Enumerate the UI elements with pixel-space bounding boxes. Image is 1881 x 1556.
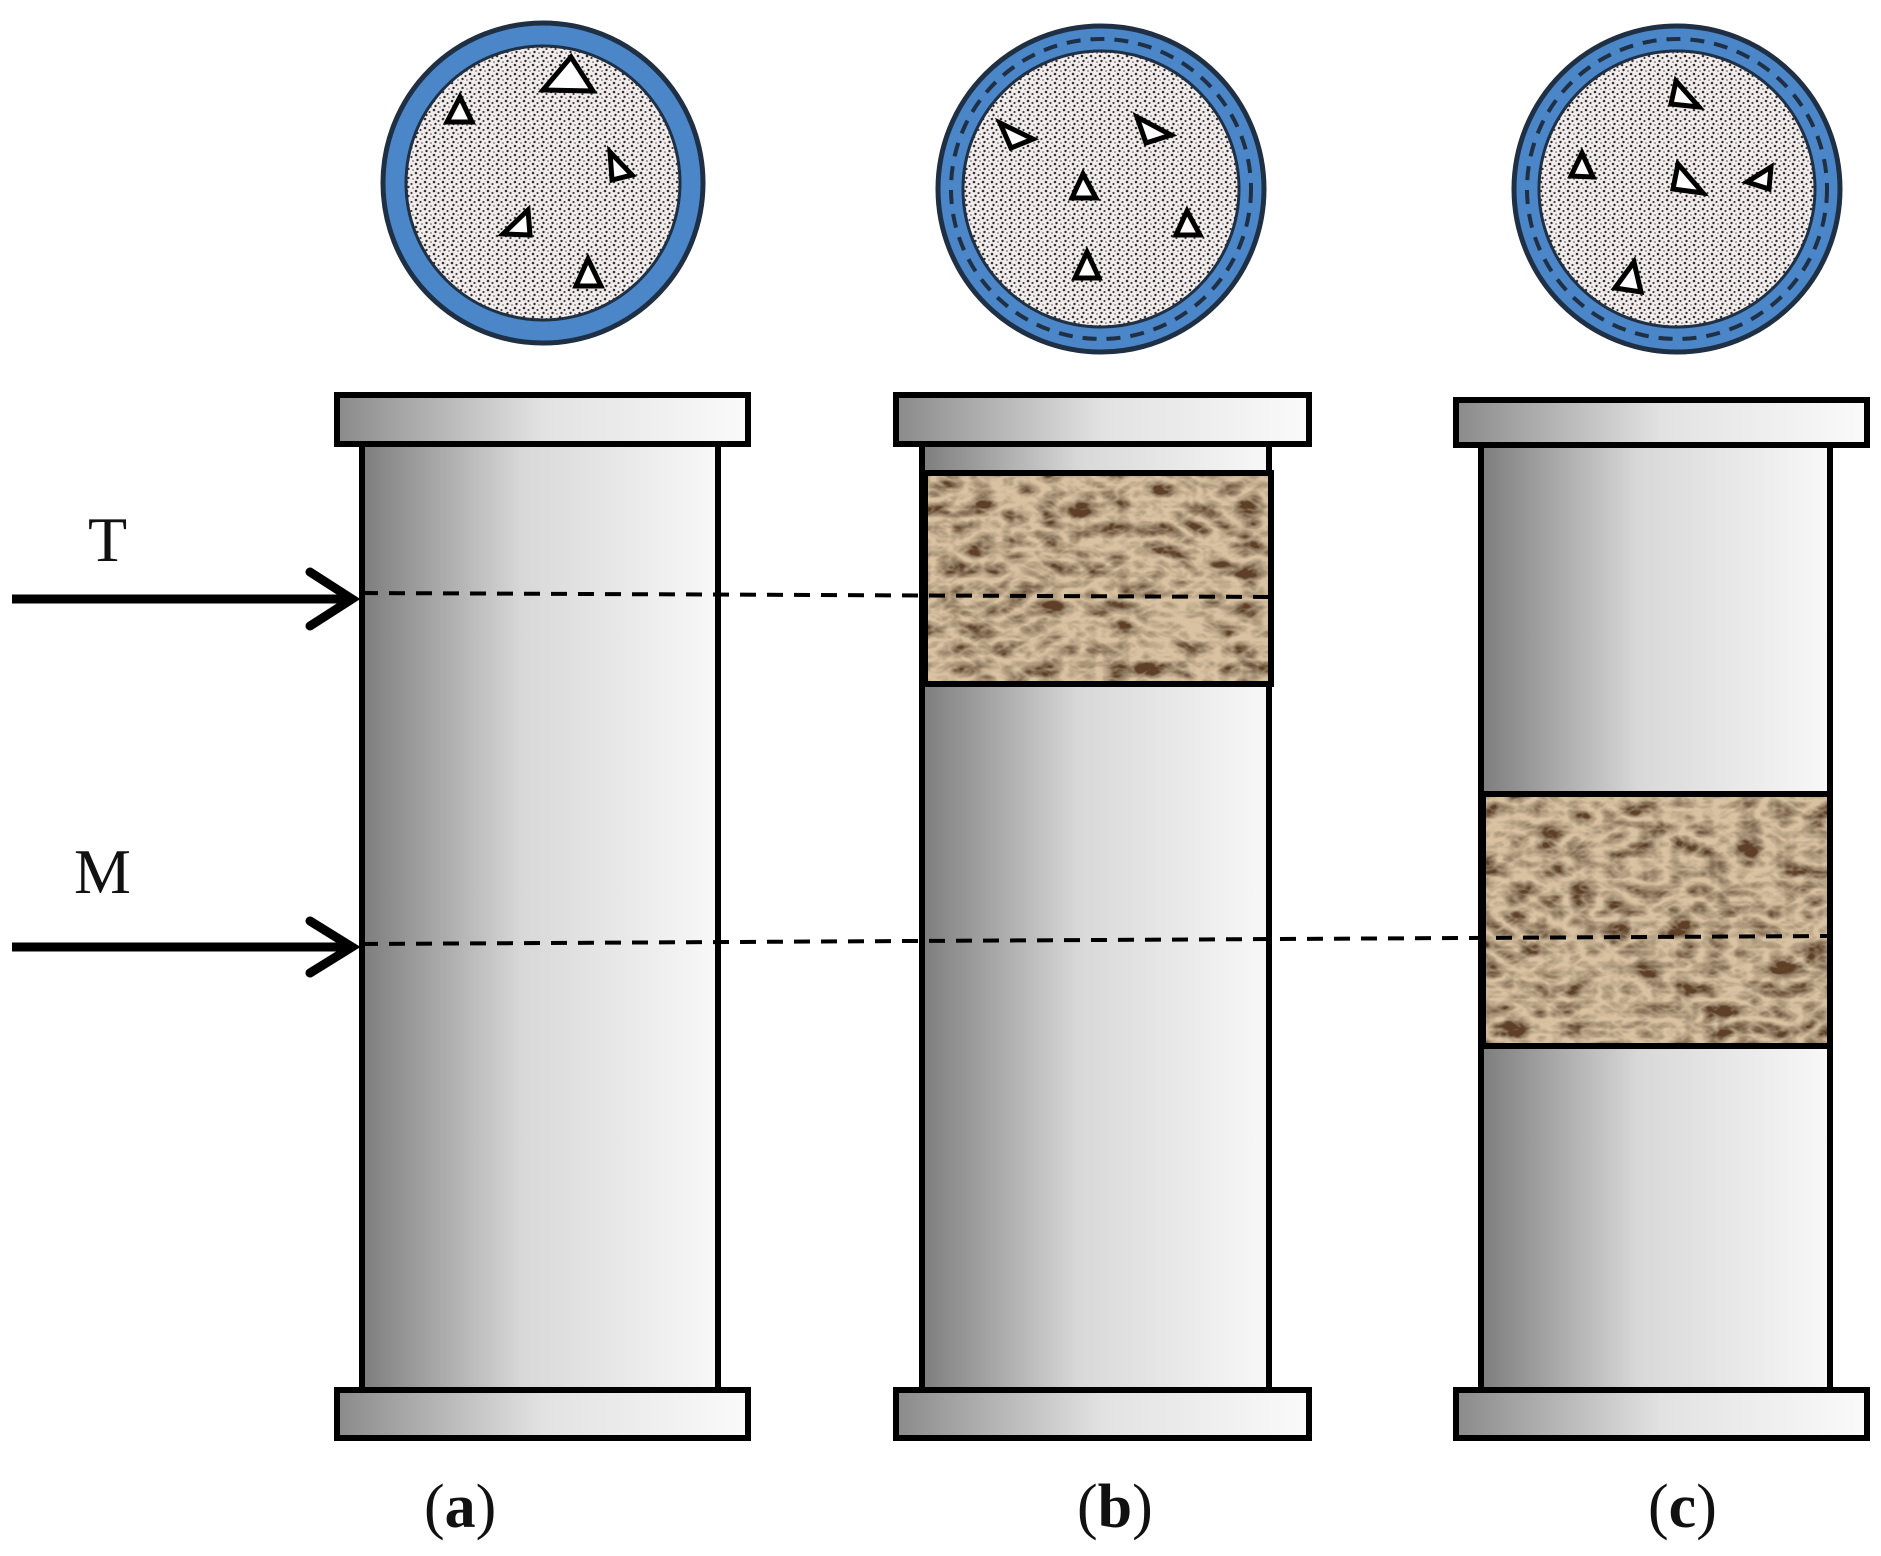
cylinder-b	[893, 392, 1312, 1441]
fracture-zone-middle	[1480, 791, 1833, 1049]
bottom-platen	[334, 1387, 751, 1441]
bottom-platen	[893, 1387, 1312, 1441]
top-platen	[334, 392, 751, 447]
aggregate-triangle-icon	[1068, 168, 1101, 201]
arrow-label-M: M	[74, 836, 131, 907]
arrow-head-icon	[305, 567, 361, 631]
aggregate-triangle-icon	[497, 204, 533, 238]
aggregate-triangle-icon	[442, 91, 476, 125]
cross-section-a	[380, 20, 706, 346]
panel-caption-c: (c)	[1648, 1473, 1717, 1541]
aggregate-triangle-icon	[1071, 246, 1103, 281]
aggregate-triangle-icon	[537, 52, 598, 94]
arrow-T	[12, 567, 361, 631]
aggregate-triangle-icon	[994, 117, 1040, 152]
aggregate-triangle-icon	[1172, 205, 1205, 238]
aggregate-triangle-icon	[572, 253, 605, 289]
aggregate-triangle-icon	[1667, 75, 1706, 111]
top-platen	[893, 392, 1312, 447]
bottom-platen	[1453, 1387, 1870, 1441]
aggregate-triangle-icon	[1741, 162, 1774, 193]
arrow-head-icon	[305, 916, 361, 978]
arrow-M	[12, 916, 361, 978]
panel-letter-a: a	[444, 1473, 476, 1541]
cylinder-c	[1453, 397, 1870, 1441]
top-platen	[1453, 397, 1870, 448]
fracture-zone-top	[922, 470, 1274, 687]
panel-letter-c: c	[1668, 1473, 1697, 1541]
cross-section-c	[1511, 23, 1843, 355]
aggregate-triangle-icon	[607, 145, 637, 184]
cylinder-a	[334, 392, 751, 1441]
aggregate-triangle-icon	[1670, 158, 1710, 197]
aggregate-triangle-icon	[1132, 111, 1178, 147]
arrow-label-T: T	[88, 504, 128, 575]
panel-caption-a: (a)	[424, 1473, 497, 1541]
aggregate-triangle-icon	[1610, 256, 1645, 296]
line-M-dashed	[361, 934, 1831, 946]
panel-letter-b: b	[1097, 1473, 1133, 1541]
aggregate-triangle-icon	[1567, 147, 1597, 180]
panel-caption-b: (b)	[1077, 1473, 1153, 1541]
cross-section-b	[935, 23, 1267, 355]
line-T-dashed	[361, 591, 1272, 599]
